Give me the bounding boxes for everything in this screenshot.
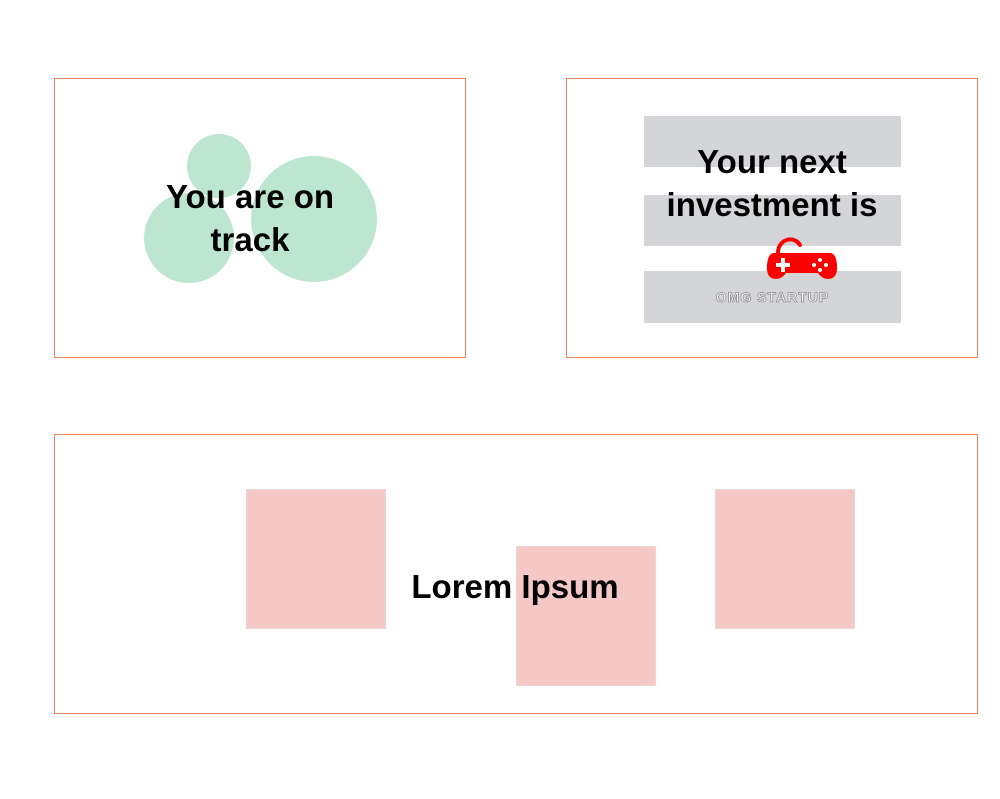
startup-logo-text: OMG STARTUP [715,289,830,306]
card-headline: You are on track [165,178,335,258]
square-right [715,489,855,629]
square-left [246,489,386,629]
gamepad-icon [766,237,838,279]
circle-left [144,193,234,283]
stripe-bar [644,116,901,167]
slide-card-on-track[interactable]: You are on track [54,78,466,358]
card-headline: Your next investment is [666,143,878,223]
stripe-bar [644,195,901,246]
circle-large [251,156,377,282]
slide-card-lorem[interactable]: Lorem Ipsum [54,434,978,714]
card-headline: Lorem Ipsum [411,568,619,605]
circle-small [187,134,251,198]
stripe-bar [644,271,901,323]
slide-card-investment[interactable]: Your next investment is OMG STARTUP [566,78,978,358]
square-middle [516,546,656,686]
